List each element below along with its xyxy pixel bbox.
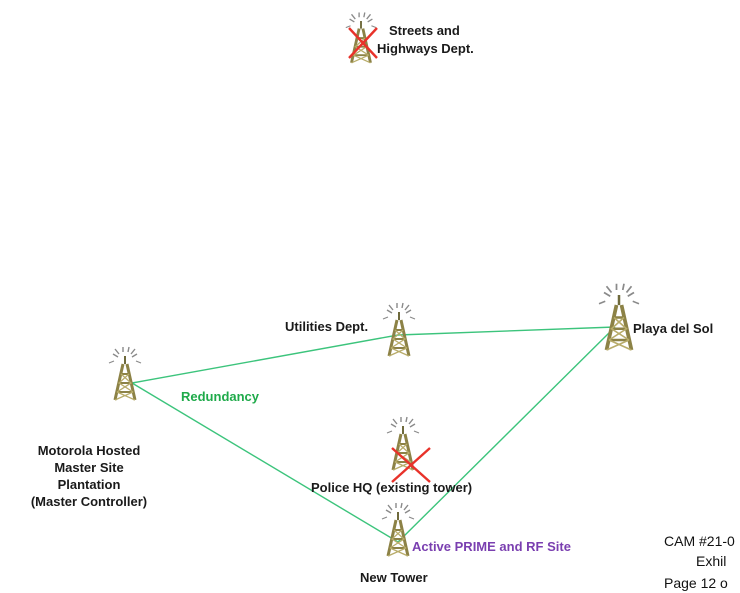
label-playa: Playa del Sol <box>633 321 714 336</box>
link-master-utilities <box>131 334 399 384</box>
tower-icon-utilities <box>381 301 417 358</box>
label-police: Police HQ (existing tower) <box>311 480 473 495</box>
label-utilities: Utilities Dept. <box>285 319 369 334</box>
tower-icon-playa <box>597 281 641 352</box>
footer-cam-number: CAM #21-0 <box>664 533 735 549</box>
link-master-newtower <box>131 382 399 543</box>
link-utilities-playa <box>397 326 616 336</box>
tower-icon-new <box>380 501 416 558</box>
footer-page: Page 12 o <box>664 575 728 591</box>
tower-icon-master <box>107 345 143 402</box>
label-highways: Highways Dept. <box>377 41 474 56</box>
footer-exhibit: Exhil <box>696 553 727 569</box>
label-master-site: Motorola Hosted Master Site Plantation (… <box>30 443 148 509</box>
label-streets: Streets and <box>389 23 460 38</box>
removed-x-icon-streets <box>348 27 378 59</box>
removed-x-icon-police <box>391 447 431 483</box>
annotation-active-prime: Active PRIME and RF Site <box>412 539 571 554</box>
label-new-tower: New Tower <box>360 570 428 585</box>
annotation-redundancy: Redundancy <box>181 389 260 404</box>
link-lines <box>131 326 616 543</box>
link-newtower-playa <box>397 326 616 543</box>
